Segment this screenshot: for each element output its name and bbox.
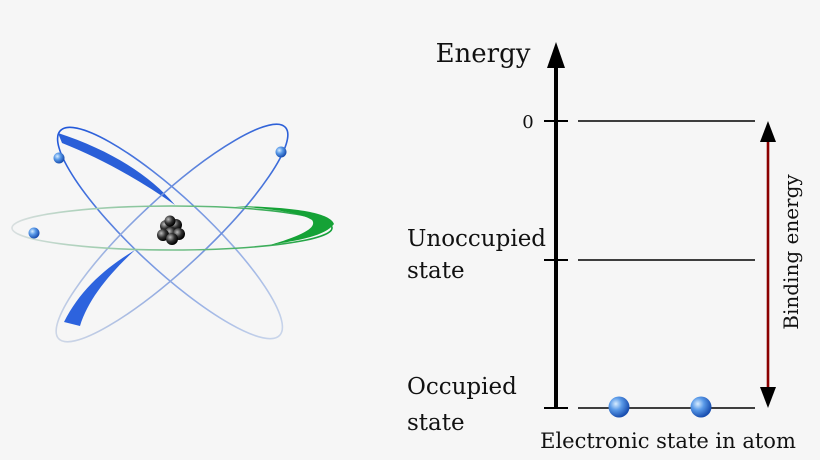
atom-illustration bbox=[11, 123, 334, 343]
nucleus bbox=[157, 215, 185, 245]
energy-axis-label: Energy bbox=[436, 39, 531, 69]
energy-axis-arrowhead bbox=[547, 42, 565, 68]
energy-level-diagram: Energy 0 Unoccupied state Occupied state… bbox=[407, 39, 803, 453]
x-caption: Electronic state in atom bbox=[540, 429, 796, 453]
electron-2 bbox=[275, 146, 287, 158]
occupied-electron-2 bbox=[690, 396, 712, 418]
unoccupied-label-line1: Unoccupied bbox=[407, 226, 546, 252]
occupied-label-line2: state bbox=[407, 410, 465, 436]
binding-energy-arrow bbox=[760, 121, 776, 408]
unoccupied-label-line2: state bbox=[407, 258, 465, 284]
orbit-ring-2 bbox=[55, 123, 289, 343]
orbit-ribbon-3 bbox=[235, 206, 334, 245]
electron-3 bbox=[28, 227, 40, 239]
orbit-ribbon-2 bbox=[64, 250, 135, 326]
occupied-electron-1 bbox=[608, 396, 630, 418]
binding-energy-label: Binding energy bbox=[779, 174, 803, 330]
occupied-label-line1: Occupied bbox=[407, 374, 517, 400]
electron-1 bbox=[53, 152, 65, 164]
zero-tick-label: 0 bbox=[522, 112, 533, 133]
orbit-ring-3 bbox=[11, 205, 334, 251]
orbit-ribbon-1 bbox=[58, 133, 175, 205]
